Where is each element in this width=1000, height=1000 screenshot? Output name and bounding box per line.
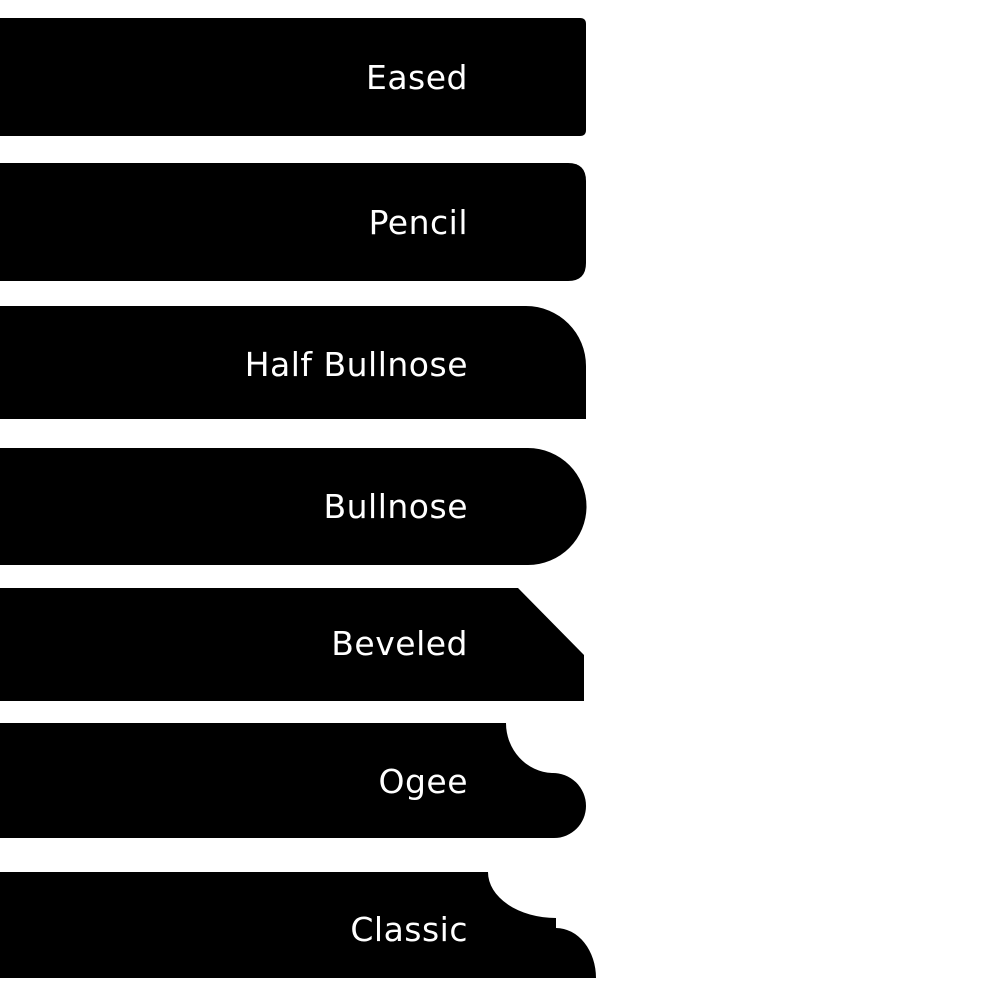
eased-label: Eased: [366, 58, 468, 97]
bullnose-edge-shape: [0, 448, 587, 565]
profile-classic: Classic: [0, 872, 596, 978]
profile-beveled: Beveled: [0, 588, 584, 701]
beveled-label: Beveled: [331, 624, 468, 663]
classic-edge-shape: [0, 872, 596, 978]
bullnose-label: Bullnose: [324, 487, 469, 526]
profile-half-bullnose: Half Bullnose: [0, 306, 586, 419]
eased-edge-shape: [0, 18, 586, 136]
pencil-edge-shape: [0, 163, 586, 281]
half-bullnose-edge-shape: [0, 306, 586, 419]
ogee-label: Ogee: [378, 762, 468, 801]
profile-pencil: Pencil: [0, 163, 586, 281]
pencil-label: Pencil: [369, 203, 468, 242]
profile-ogee: Ogee: [0, 723, 586, 838]
beveled-edge-shape: [0, 588, 584, 701]
profile-bullnose: Bullnose: [0, 448, 587, 565]
ogee-edge-shape: [0, 723, 586, 838]
profile-eased: Eased: [0, 18, 586, 136]
classic-label: Classic: [350, 910, 468, 949]
half-bullnose-label: Half Bullnose: [245, 345, 468, 384]
